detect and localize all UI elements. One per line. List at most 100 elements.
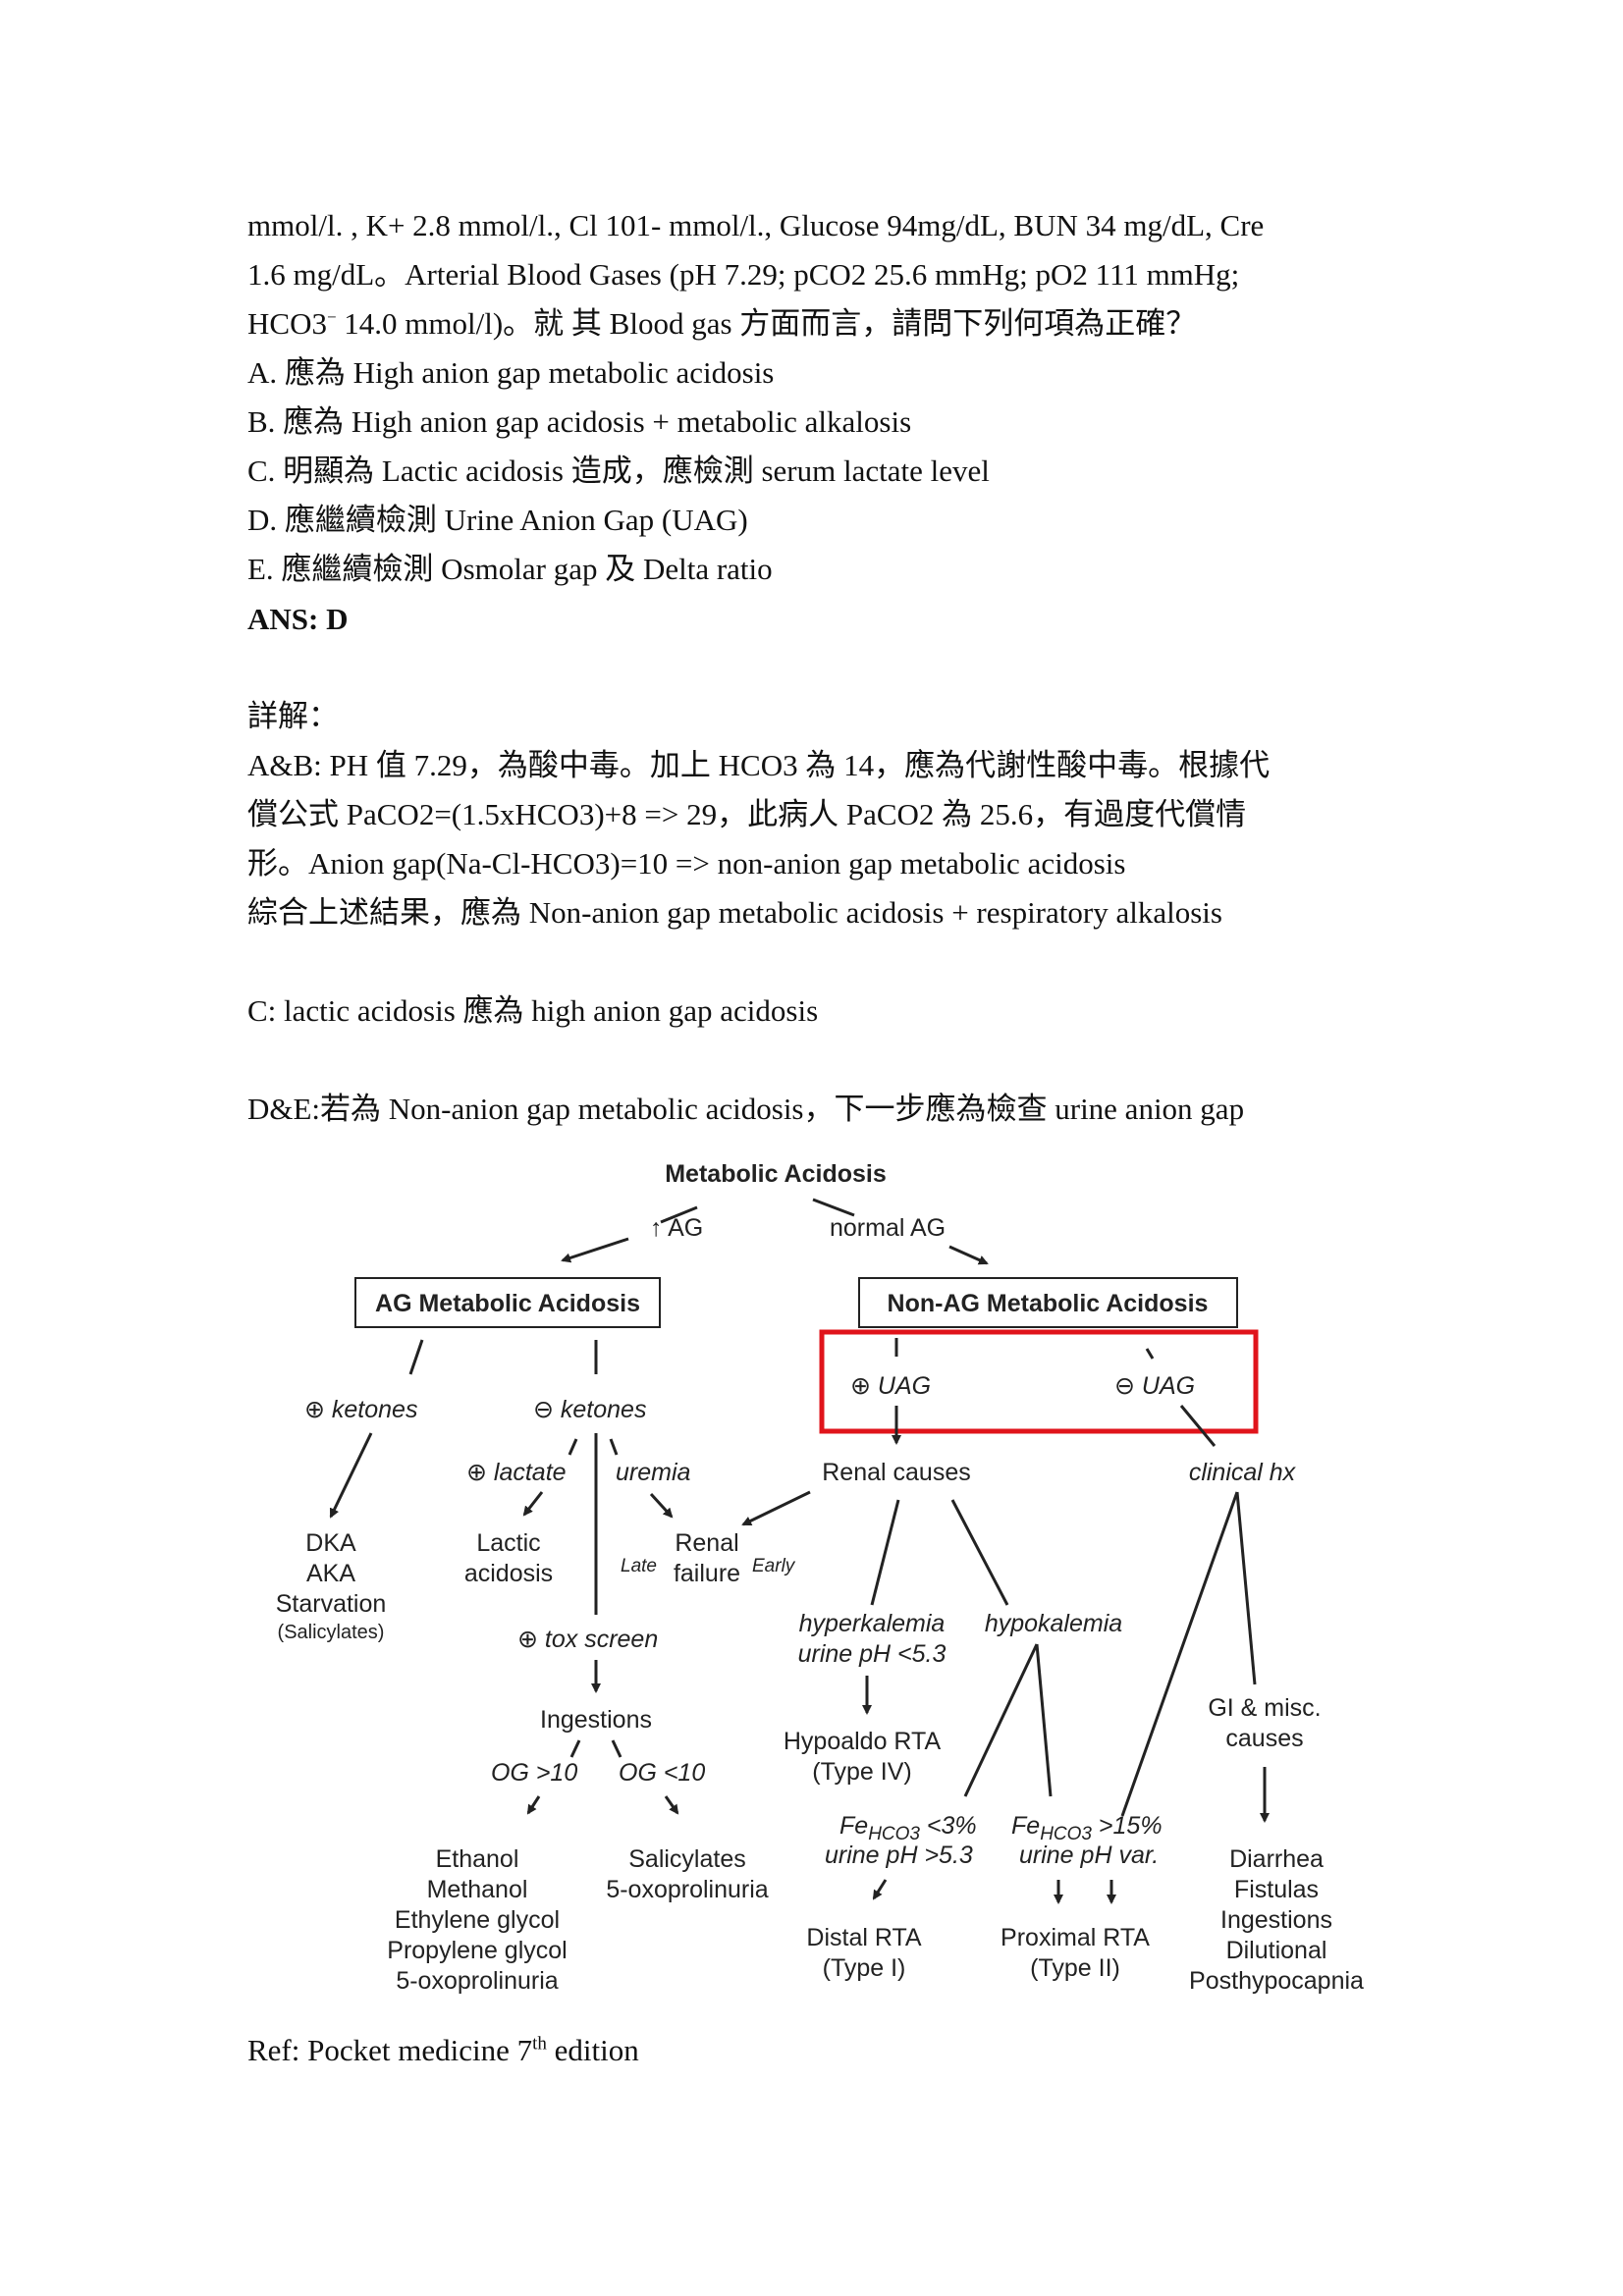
fe-gt-base: Fe — [1011, 1812, 1040, 1840]
edge-renal-hyperkalemia — [870, 1499, 900, 1606]
gi-misc-label: GI & misc. — [1208, 1694, 1321, 1722]
dilutional-label: Dilutional — [1226, 1937, 1327, 1964]
branch-ag-label: ↑ AG — [650, 1214, 703, 1242]
oxoprolinuria-lt-label: 5-oxoprolinuria — [606, 1876, 768, 1903]
edge-pos-ketones-dka — [329, 1432, 373, 1519]
urine-ph-lt-label: urine pH <5.3 — [798, 1640, 947, 1668]
edge-clinical-hx-gi — [1235, 1491, 1257, 1685]
pos-uag-label: ⊕ UAG — [850, 1372, 931, 1400]
explanation-ab-2: 償公式 PaCO2=(1.5xHCO3)+8 => 29，此病人 PaCO2 為… — [247, 797, 1247, 831]
edge-neg-uag-clinical — [1179, 1405, 1217, 1447]
edge-hypokalemia-fe-gt — [1035, 1643, 1053, 1797]
aka-label: AKA — [306, 1560, 355, 1587]
explanation-heading: 詳解： — [247, 699, 339, 733]
nonag-box-label: Non-AG Metabolic Acidosis — [888, 1290, 1209, 1317]
edge-ingestions-og-gt — [569, 1739, 581, 1758]
edge-root-ag-top — [660, 1205, 698, 1224]
question-line-3-pre: HCO3 — [247, 306, 327, 341]
option-e: E. 應繼續檢測 Osmolar gap 及 Delta ratio — [247, 552, 773, 586]
fe-gt-val: >15% — [1092, 1812, 1163, 1840]
edge-fe-lt-distal — [872, 1879, 888, 1900]
salicylates-label: Salicylates — [628, 1845, 746, 1873]
explanation-c: C: lactic acidosis 應為 high anion gap aci… — [247, 993, 819, 1028]
explanation-ab-1: A&B: PH 值 7.29，為酸中毒。加上 HCO3 為 14，應為代謝性酸中… — [247, 748, 1271, 782]
option-a: A. 應為 High anion gap metabolic acidosis — [247, 355, 775, 390]
edge-uremia-renal-failure — [649, 1492, 674, 1519]
uremia-label: uremia — [616, 1459, 691, 1486]
ethylene-glycol-label: Ethylene glycol — [395, 1906, 560, 1934]
neg-ketones-label: ⊖ ketones — [533, 1396, 646, 1423]
dka-label: DKA — [305, 1529, 356, 1557]
fe-lt-label: FeHCO3 <3% — [839, 1812, 977, 1844]
uag-highlight-box — [819, 1329, 1259, 1434]
root-label: Metabolic Acidosis — [665, 1160, 887, 1188]
fistulas-label: Fistulas — [1234, 1876, 1319, 1903]
option-d: D. 應繼續檢測 Urine Anion Gap (UAG) — [247, 503, 748, 537]
reference-post: edition — [546, 2033, 639, 2067]
question-line-2: 1.6 mg/dL。Arterial Blood Gases (pH 7.29;… — [247, 257, 1240, 292]
methanol-label: Methanol — [427, 1876, 528, 1903]
hyperkalemia-label: hyperkalemia — [799, 1610, 946, 1637]
question-line-1: mmol/l. , K+ 2.8 mmol/l., Cl 101- mmol/l… — [247, 208, 1265, 242]
urine-ph-var-label: urine pH var. — [1019, 1842, 1159, 1869]
oxoprolinuria-gt-label: 5-oxoprolinuria — [396, 1967, 558, 1995]
ethanol-label: Ethanol — [436, 1845, 519, 1873]
edge-root-normal-top — [812, 1198, 855, 1217]
explanation-ab-4: 綜合上述結果，應為 Non-anion gap metabolic acidos… — [247, 895, 1222, 930]
fe-lt-base: Fe — [839, 1812, 868, 1840]
late-label: Late — [621, 1556, 657, 1576]
edge-neg-ketones-uremia — [609, 1438, 619, 1456]
neg-uag-label: ⊖ UAG — [1114, 1372, 1195, 1400]
posthypocapnia-label: Posthypocapnia — [1189, 1967, 1364, 1995]
acidosis-label: acidosis — [464, 1560, 553, 1587]
ingestions-label: Ingestions — [540, 1706, 652, 1734]
pos-lactate-label: ⊕ lactate — [466, 1459, 567, 1486]
edge-root-ag — [561, 1237, 629, 1263]
renal-causes-label: Renal causes — [822, 1459, 970, 1486]
fe-gt-sub: HCO3 — [1040, 1824, 1092, 1844]
salicylates-paren-label: (Salicylates) — [278, 1622, 385, 1643]
edge-neg-ketones-lactate — [568, 1438, 578, 1456]
reference-sup: th — [532, 2033, 547, 2055]
edge-root-normal — [948, 1245, 989, 1265]
option-c: C. 明顯為 Lactic acidosis 造成，應檢測 serum lact… — [247, 454, 990, 488]
fe-gt-label: FeHCO3 >15% — [1011, 1812, 1163, 1844]
tox-screen-label: ⊕ tox screen — [517, 1626, 658, 1653]
proximal-rta-label: Proximal RTA — [1001, 1924, 1150, 1951]
fe-lt-val: <3% — [920, 1812, 977, 1840]
diarrhea-label: Diarrhea — [1229, 1845, 1324, 1873]
starvation-label: Starvation — [276, 1590, 387, 1618]
metabolic-acidosis-flowchart: Metabolic Acidosis ↑ AG normal AG AG Met… — [276, 1160, 1364, 1995]
branch-normal-label: normal AG — [830, 1214, 946, 1242]
explanation-de: D&E:若為 Non-anion gap metabolic acidosis，… — [247, 1092, 1245, 1126]
answer: ANS: D — [247, 602, 349, 636]
hypokalemia-label: hypokalemia — [985, 1610, 1122, 1637]
nonag-box — [858, 1277, 1238, 1328]
ag-box-label: AG Metabolic Acidosis — [375, 1290, 640, 1317]
gi-ingestions-label: Ingestions — [1220, 1906, 1332, 1934]
type-i-label: (Type I) — [823, 1954, 906, 1982]
edge-ingestions-og-lt — [611, 1739, 622, 1758]
type-iv-label: (Type IV) — [812, 1758, 911, 1786]
edge-og-gt-list — [526, 1795, 541, 1815]
reference-pre: Ref: Pocket medicine 7 — [247, 2033, 533, 2067]
explanation-ab-3: 形。Anion gap(Na-Cl-HCO3)=10 => non-anion … — [247, 846, 1126, 881]
type-ii-label: (Type II) — [1030, 1954, 1120, 1982]
fe-lt-sub: HCO3 — [868, 1824, 920, 1844]
reference: Ref: Pocket medicine 7th edition — [247, 2035, 639, 2065]
edge-renal-causes-failure — [741, 1490, 811, 1526]
edge-og-lt-list — [664, 1795, 679, 1815]
urine-ph-gt-label: urine pH >5.3 — [825, 1842, 973, 1869]
edge-hypokalemia-fe-lt — [963, 1643, 1039, 1797]
propylene-glycol-label: Propylene glycol — [387, 1937, 567, 1964]
edge-clinical-hx-left — [1120, 1491, 1239, 1817]
edge-renal-hypokalemia — [950, 1499, 1009, 1606]
question-line-3: HCO3− 14.0 mmol/l)。就 其 Blood gas 方面而言，請問… — [247, 308, 1196, 339]
causes-label: causes — [1225, 1725, 1303, 1752]
clinical-hx-label: clinical hx — [1189, 1459, 1297, 1486]
distal-rta-label: Distal RTA — [806, 1924, 921, 1951]
failure-label: failure — [674, 1560, 740, 1587]
early-label: Early — [752, 1556, 796, 1576]
edge-ag-pos-ketones — [408, 1339, 424, 1375]
lactic-label: Lactic — [476, 1529, 540, 1557]
